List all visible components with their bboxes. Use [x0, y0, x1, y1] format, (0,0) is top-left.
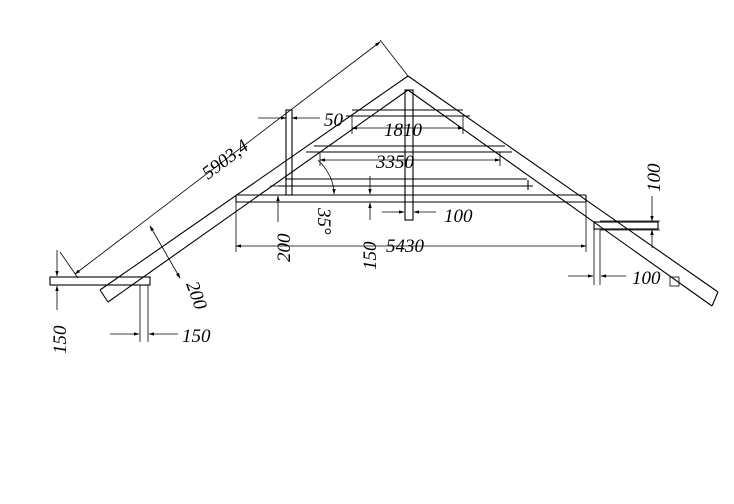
dimension-labels: 5903,4 50 1810 3350 200 35° 150 100 5430…	[50, 110, 665, 354]
dimension-lines	[50, 39, 660, 336]
king-post	[404, 89, 414, 221]
roof-structure	[49, 75, 719, 342]
label-angle: 35°	[313, 207, 334, 235]
left-rafter-end	[99, 289, 109, 303]
right-rafter-end	[711, 291, 719, 307]
label-span: 5430	[386, 236, 425, 257]
label-post-width: 100	[444, 206, 473, 227]
label-middle-collar: 3350	[375, 152, 415, 173]
label-right-height: 100	[644, 163, 665, 192]
left-wall-plate	[49, 276, 151, 286]
label-top-gap: 50	[324, 110, 344, 131]
dim-angle-arc	[317, 159, 336, 195]
label-post-height-mid: 150	[360, 241, 381, 270]
right-wall-plate	[593, 221, 659, 230]
right-rafter-outer	[407, 75, 719, 293]
label-eave-height: 150	[50, 325, 71, 354]
label-rafter-length: 5903,4	[198, 135, 253, 184]
right-rafter-inner	[407, 89, 713, 307]
label-upper-collar: 1810	[384, 120, 423, 141]
left-post	[285, 109, 293, 196]
dim-eave-depth	[149, 225, 181, 279]
label-eave-depth: 200	[181, 279, 211, 313]
right-small-square	[669, 276, 680, 287]
dim-rafter-length-line	[74, 41, 381, 275]
label-right-width: 100	[632, 268, 661, 289]
label-eave-width: 150	[182, 326, 211, 347]
label-post-height-left: 200	[274, 233, 295, 262]
